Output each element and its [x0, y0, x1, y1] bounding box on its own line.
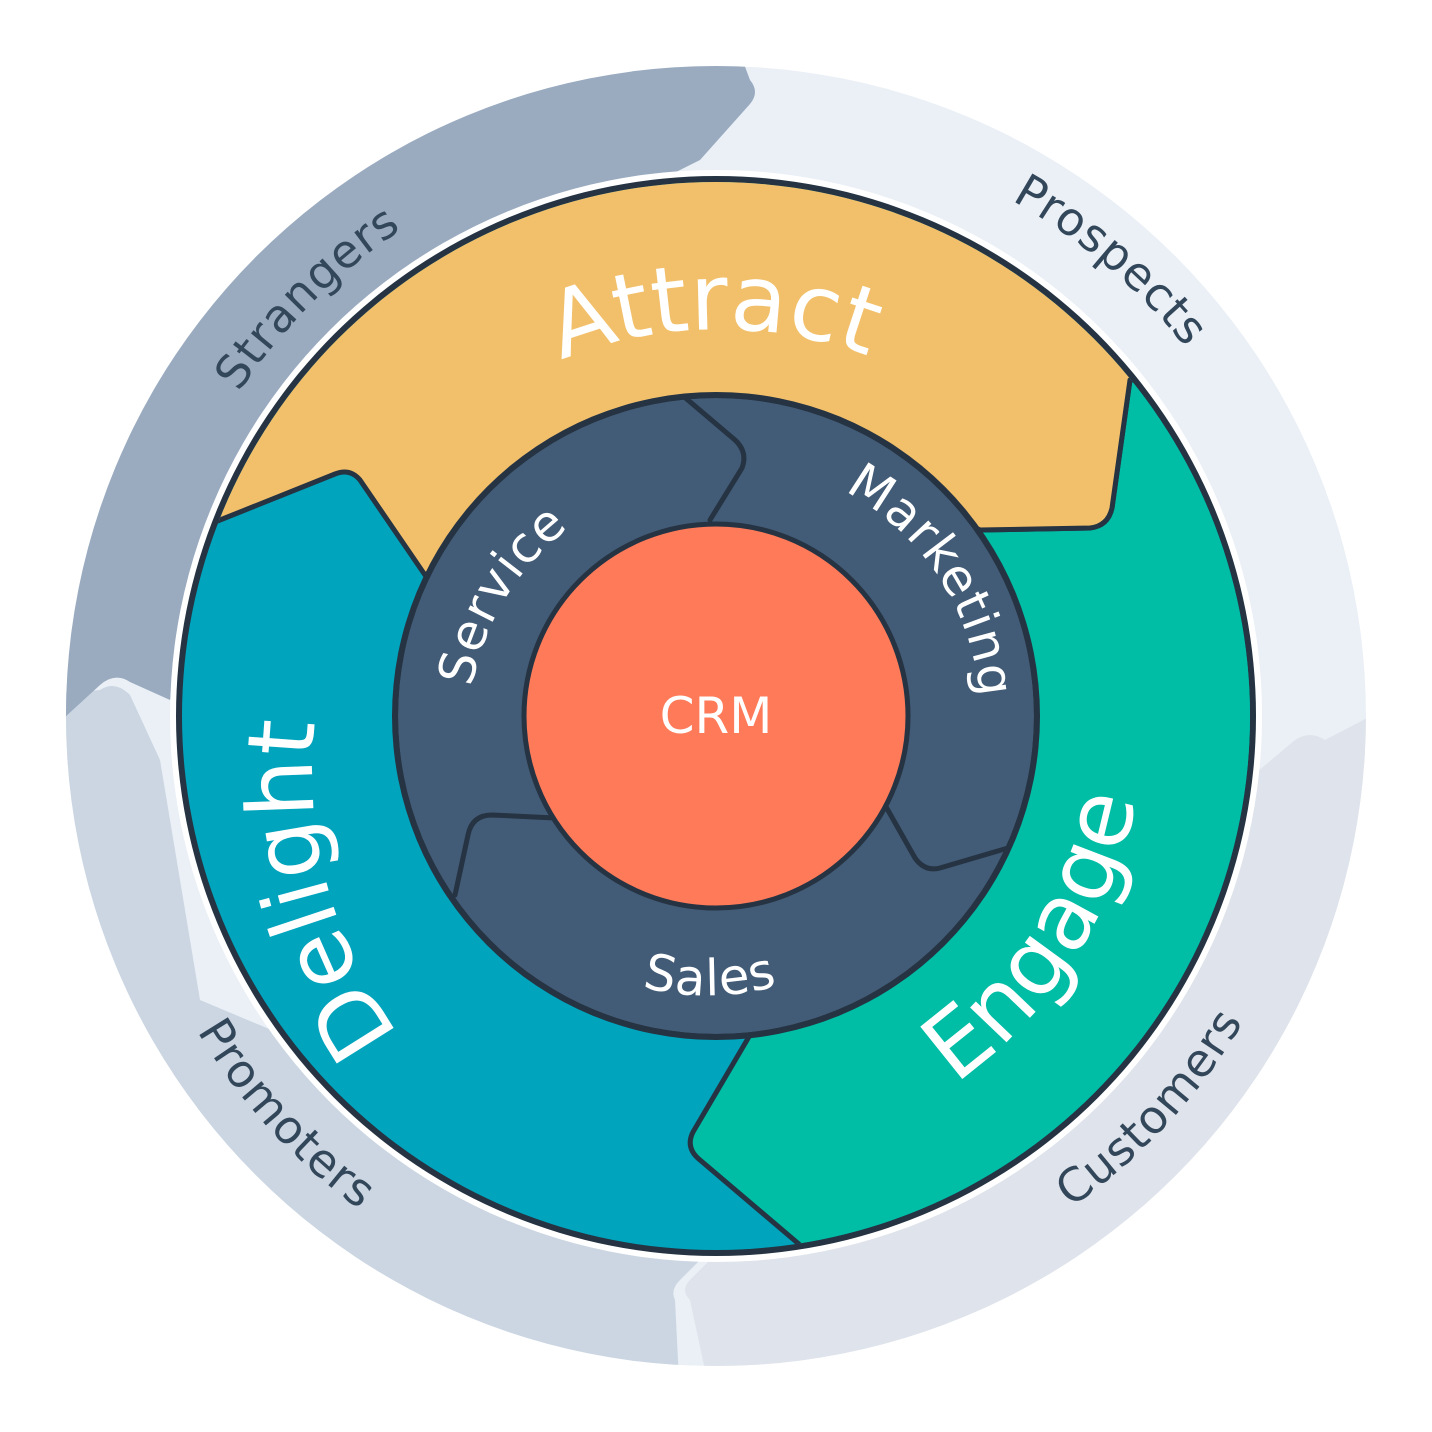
team-label-sales: Sales	[639, 941, 781, 1008]
stage-ring	[182, 182, 1250, 1250]
crm-label: CRM	[660, 687, 773, 745]
team-divider-sales-service	[452, 812, 558, 898]
team-divider-service-marketing	[679, 398, 747, 523]
crm-core	[521, 521, 911, 911]
team-divider-marketing-sales	[882, 802, 1011, 872]
